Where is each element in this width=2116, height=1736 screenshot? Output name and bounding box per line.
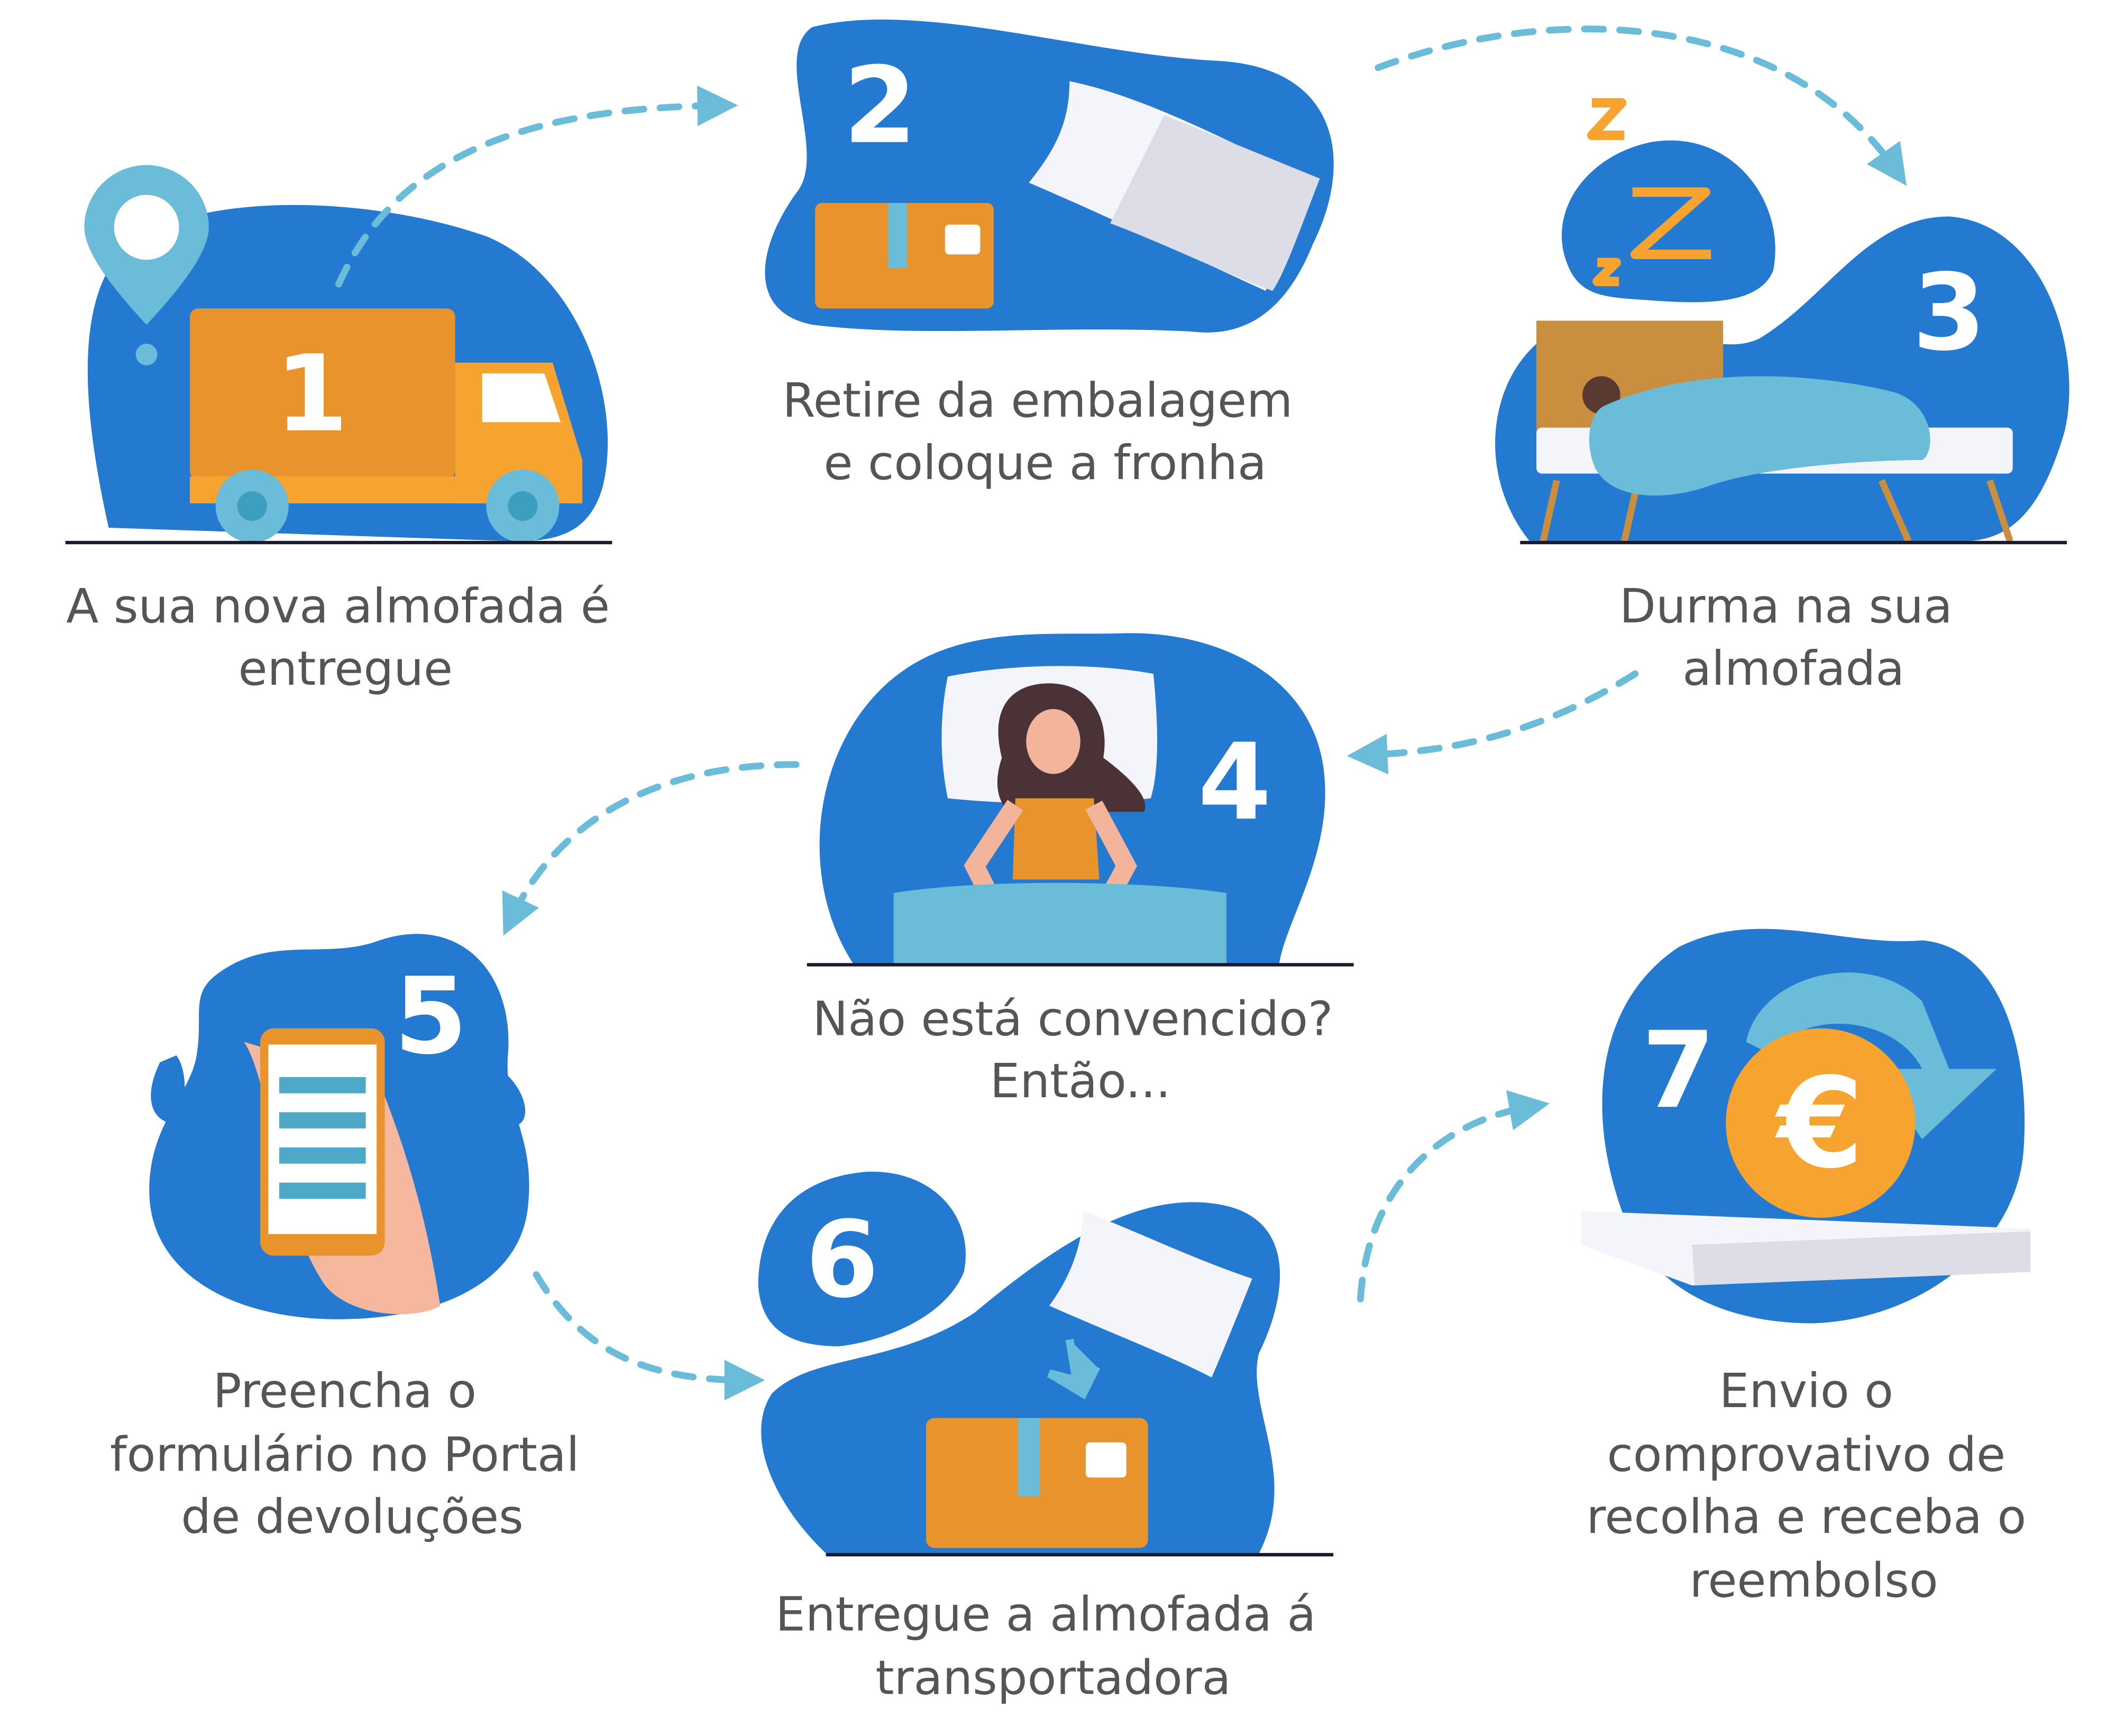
- euro-refund-icon: €: [1581, 972, 2031, 1285]
- location-pin-icon: [84, 165, 209, 365]
- euro-icon: €: [1775, 1051, 1864, 1196]
- awake-woman-icon: [893, 666, 1227, 963]
- step-6-number-blob: [758, 1171, 966, 1347]
- step-7: € 7 Envio o comprovativo de recolha e re…: [1581, 929, 2041, 1608]
- step-3-caption: Durma na sua almofada: [1619, 579, 1967, 696]
- step-7-caption: Envio o comprovativo de recolha e receba…: [1587, 1364, 2041, 1608]
- step-4-number: 4: [1198, 721, 1271, 844]
- sleeping-person-icon: [1536, 320, 2013, 543]
- step-6-caption: Entregue a almofada á transportadora: [775, 1587, 1331, 1705]
- arrow-1-to-2: [335, 85, 738, 288]
- step-1-caption: A sua nova almofada é entregue: [66, 579, 625, 696]
- pillow-box-icon: [815, 81, 1320, 309]
- step-6: 6 Entregue a almofada á transportadora: [758, 1171, 1334, 1706]
- step-3: 3 Durma na sua almofada: [1495, 98, 2069, 696]
- arrow-2-to-3: [1375, 25, 1907, 186]
- phone-form-icon: [244, 1028, 441, 1315]
- arrow-6-to-7: [1357, 1090, 1550, 1302]
- pillow-into-box-icon: [926, 1211, 1252, 1548]
- step-1: 1 A sua nova almofada é entregue: [65, 165, 625, 696]
- arrow-4-to-5: [502, 761, 800, 936]
- step-2-caption: Retire da embalagem e coloque a fronha: [783, 373, 1308, 491]
- step-2-number: 2: [844, 45, 917, 168]
- step-2: 2 Retire da embalagem e coloque a fronha: [765, 19, 1334, 491]
- step-6-number: 6: [805, 1199, 879, 1321]
- zzz-sleep-icon: [1587, 98, 1711, 287]
- step-1-number: 1: [275, 333, 349, 456]
- step-5-number: 5: [394, 956, 468, 1078]
- step-5: 5 Preencha o formulário no Portal de dev…: [110, 934, 594, 1545]
- step-4-caption: Não está convencido? Então...: [812, 992, 1348, 1109]
- step-5-caption: Preencha o formulário no Portal de devol…: [110, 1364, 594, 1545]
- delivery-truck-icon: [190, 308, 583, 543]
- step-4: 4 Não está convencido? Então...: [807, 633, 1354, 1109]
- step-3-number: 3: [1912, 252, 1986, 374]
- step-7-number: 7: [1642, 1009, 1715, 1132]
- arrow-3-to-4: [1346, 670, 1639, 775]
- arrow-5-to-6: [533, 1271, 765, 1401]
